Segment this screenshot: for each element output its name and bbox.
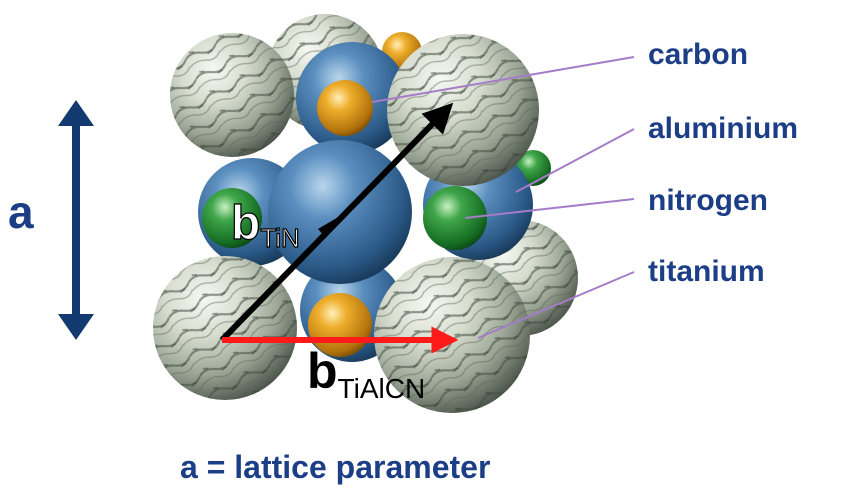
vector-subscript: TiAlCN <box>338 373 426 404</box>
nitrogen-atom <box>202 188 262 248</box>
dimension-arrow <box>58 100 94 340</box>
leader-titanium <box>477 271 635 339</box>
leader-nitrogen <box>464 198 635 219</box>
burgers-vector-tin <box>219 102 454 343</box>
vector-label-tialcn: bTiAlCN <box>307 343 425 404</box>
aluminium-atom <box>268 140 412 284</box>
vector-symbol: b <box>231 197 260 250</box>
caption: a = lattice parameter <box>180 449 490 485</box>
dimension-label: a <box>8 186 34 238</box>
legend-titanium: titanium <box>648 255 765 288</box>
atoms-middle <box>202 80 487 357</box>
legend-carbon: carbon <box>648 38 748 71</box>
vector-symbol: b <box>307 343 338 399</box>
vector-label-tin: bTiN <box>231 197 300 253</box>
titanium-atom <box>153 256 297 400</box>
titanium-atom <box>170 33 294 157</box>
leader-lines <box>371 56 635 339</box>
carbon-atom <box>317 80 373 136</box>
leader-aluminium <box>515 128 635 193</box>
legend-aluminium: aluminium <box>648 112 798 145</box>
legend-nitrogen: nitrogen <box>648 184 768 217</box>
vector-subscript: TiN <box>260 223 299 253</box>
leader-carbon <box>371 56 635 103</box>
titanium-atom <box>387 34 539 186</box>
nitrogen-atom <box>423 186 487 250</box>
atoms-front <box>153 34 539 413</box>
